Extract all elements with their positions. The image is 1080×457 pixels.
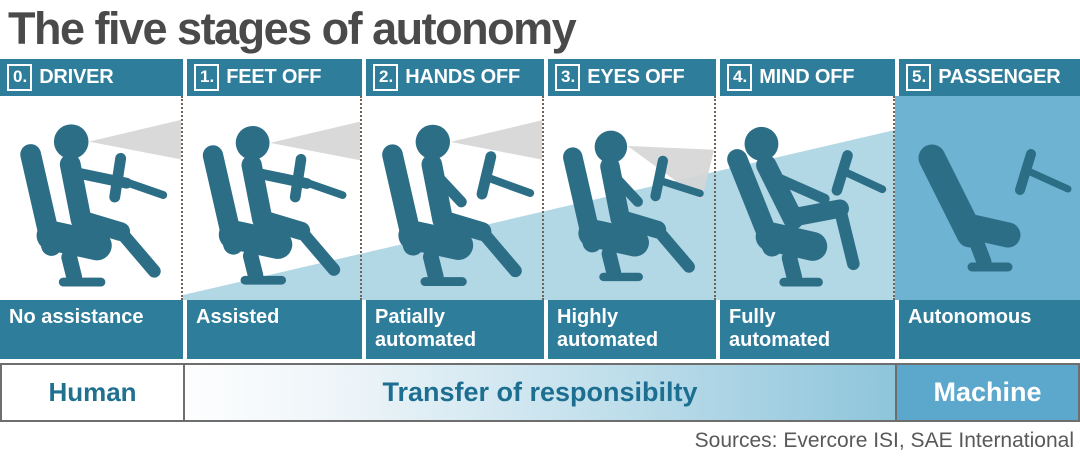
stage-label-partially-automated: Patially automated [362,300,544,359]
human-cell: Human [2,365,185,420]
page-title: The five stages of autonomy [8,3,577,54]
sources-credit: Sources: Evercore ISI, SAE International [694,429,1074,452]
empty-seat-icon [895,96,1080,300]
responsibility-bar: Human Transfer of responsibilty Machine [0,363,1080,422]
stage-figure-hands-off [362,96,544,300]
stage-header-driver: 0. DRIVER [0,59,183,96]
transfer-label: Transfer of responsibilty [382,377,698,407]
stage-header-label: FEET OFF [226,66,322,88]
stage-figure-mind-off [716,96,895,300]
person-hands-off-icon [362,96,542,300]
person-driving-icon [0,96,181,300]
stage-header-passenger: 5. PASSENGER [895,59,1080,96]
stage-label-fully-automated: Fully automated [716,300,895,359]
stage-label-assisted: Assisted [183,300,362,359]
stage-header-label: DRIVER [39,66,114,88]
stage-header-label: HANDS OFF [405,66,521,88]
stage-header-feet-off: 1. FEET OFF [183,59,362,96]
stage-figure-passenger [895,96,1080,300]
stage-number-badge: 3. [555,64,581,91]
figure-band [0,96,1080,300]
stage-header-row: 0. DRIVER 1. FEET OFF 2. HANDS OFF 3. EY… [0,59,1080,96]
person-reclined-icon [716,96,893,300]
stage-number-badge: 1. [194,64,220,91]
stage-number-badge: 4. [727,64,753,91]
transfer-cell: Transfer of responsibilty [185,365,897,420]
stage-number-badge: 5. [906,64,932,91]
stage-header-label: EYES OFF [587,66,685,88]
stage-number-badge: 0. [7,64,33,91]
stage-label-highly-automated: Highly automated [544,300,716,359]
person-driving-icon [183,96,360,300]
stage-header-hands-off: 2. HANDS OFF [362,59,544,96]
stage-figure-eyes-off [544,96,716,300]
human-label: Human [48,377,137,407]
stage-label-row: No assistance Assisted Patially automate… [0,300,1080,359]
stage-header-eyes-off: 3. EYES OFF [544,59,716,96]
stage-number-badge: 2. [373,64,399,91]
stage-figure-driver [0,96,183,300]
stage-header-mind-off: 4. MIND OFF [716,59,895,96]
stage-label-no-assistance: No assistance [0,300,183,359]
machine-label: Machine [933,377,1042,407]
stage-figure-feet-off [183,96,362,300]
machine-cell: Machine [897,365,1078,420]
stage-header-label: PASSENGER [938,66,1061,88]
stage-label-autonomous: Autonomous [895,300,1080,359]
stage-header-label: MIND OFF [759,66,855,88]
person-eyes-off-icon [544,96,714,300]
